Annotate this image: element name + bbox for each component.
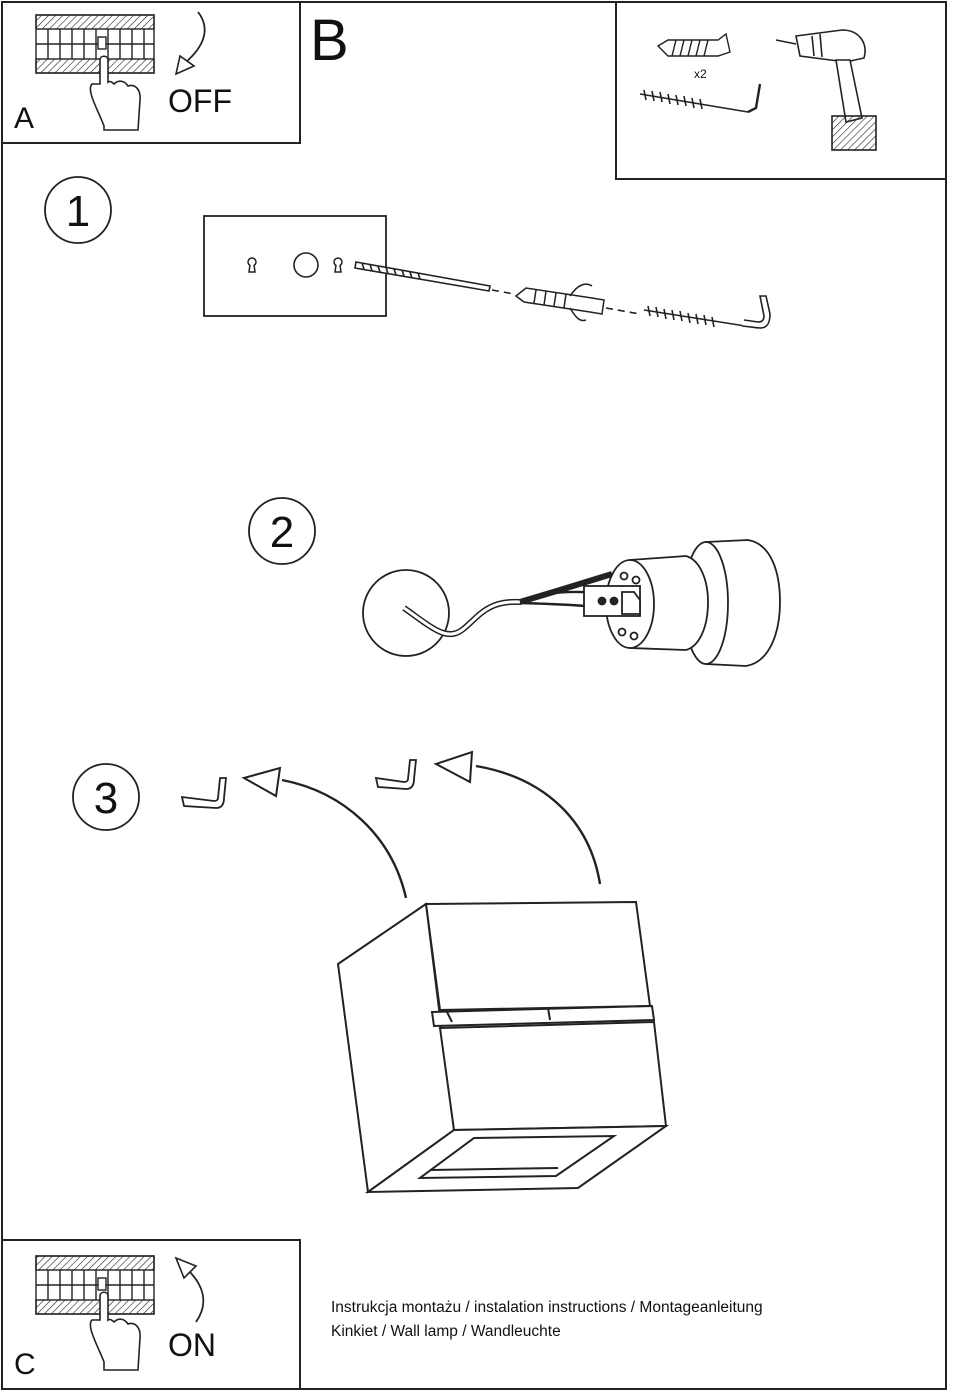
step-2-number: 2: [270, 508, 294, 557]
panel-c-power-on: C ON: [1, 1239, 301, 1390]
hook-screw-icon: [639, 83, 762, 114]
step-2: 2: [248, 497, 781, 667]
cable-hole: [293, 252, 319, 278]
footer-title-line: Instrukcja montażu / instalation instruc…: [331, 1299, 763, 1316]
arrow-up-icon: [187, 1269, 205, 1323]
hook-screw-step1-icon: [643, 295, 771, 329]
mount-arrow-right-icon: [433, 750, 602, 885]
drill-bit-icon: [354, 261, 491, 292]
breaker-box-icon: [35, 14, 155, 74]
step-3-badge: [72, 763, 140, 831]
footer-product-line: Kinkiet / Wall lamp / Wandleuchte: [331, 1323, 561, 1340]
lamp-socket-icon: [583, 539, 781, 667]
step-1: 1: [44, 176, 771, 329]
breaker-box-icon-c: [35, 1255, 155, 1315]
panel-c-letter: C: [14, 1348, 36, 1381]
panel-c-frame: [1, 1239, 301, 1390]
panel-a-power-off: A OFF: [1, 1, 301, 144]
panel-b-letter: B: [310, 8, 349, 73]
mount-arrow-left-icon: [241, 766, 408, 899]
wall-lamp-cube-icon: [336, 900, 670, 1194]
alignment-guide: [491, 289, 515, 295]
hand-pointer-icon-c: [89, 1291, 141, 1371]
arrow-down-icon: [185, 11, 206, 63]
step-3-number: 3: [94, 774, 118, 823]
arrow-down-head: [174, 54, 196, 76]
power-on-label: ON: [168, 1327, 216, 1363]
step-1-number: 1: [66, 187, 90, 236]
alignment-guide-2: [605, 307, 641, 315]
power-cable-inner: [403, 600, 521, 636]
step-1-badge: [44, 176, 112, 244]
panel-a-frame: [1, 1, 301, 144]
hand-pointer-icon: [89, 55, 141, 131]
hook-end-right-icon: [374, 759, 417, 790]
tools-panel: x2: [615, 1, 947, 180]
anchor-count-label: x2: [694, 67, 707, 81]
tools-panel-frame: [615, 1, 947, 180]
hook-end-left-icon: [180, 777, 227, 809]
panel-a-letter: A: [14, 102, 34, 135]
arrow-up-head: [174, 1256, 198, 1280]
step-2-badge: [248, 497, 316, 565]
wall-anchor-icon: [656, 32, 731, 57]
drill-icon: [775, 29, 877, 151]
keyhole-slot-icon: [247, 257, 343, 273]
power-off-label: OFF: [168, 83, 232, 119]
step-3: 3: [72, 750, 670, 1194]
wall-plug-icon: [514, 283, 605, 322]
